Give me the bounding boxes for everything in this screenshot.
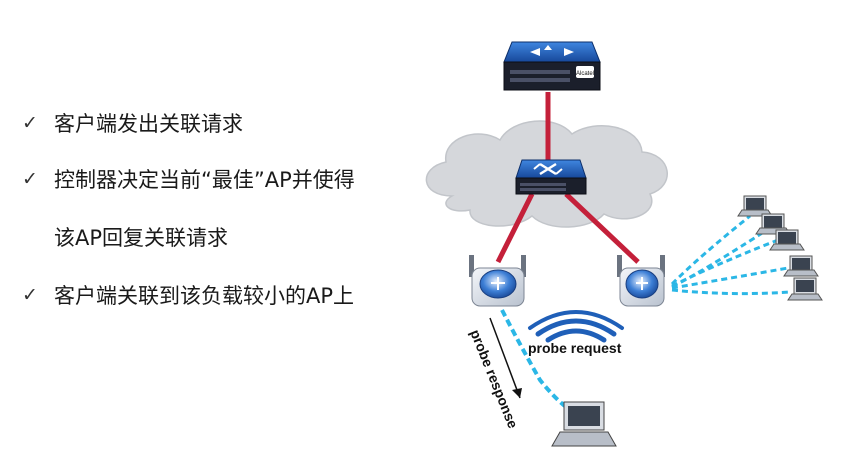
check-icon: ✓ <box>22 168 38 190</box>
bullet-text-3: 客户端关联到该负载较小的AP上 <box>54 284 355 308</box>
probe-response-arrow <box>489 317 521 399</box>
bullet-item-3: ✓ 客户端关联到该负载较小的AP上 <box>22 280 354 310</box>
laptop-icon <box>551 401 617 447</box>
laptop-icon <box>769 229 805 251</box>
access-point-icon <box>469 255 526 307</box>
check-icon: ✓ <box>22 112 38 134</box>
network-links <box>495 92 640 264</box>
bullet-item-2-continued: 该AP回复关联请求 <box>22 222 228 252</box>
laptop-icon <box>737 195 773 217</box>
controller-logo: Alcatel <box>576 71 594 77</box>
access-point-icon <box>617 255 665 307</box>
bullet-item-1: ✓ 客户端发出关联请求 <box>22 108 243 138</box>
bullet-text-1: 客户端发出关联请求 <box>54 112 243 136</box>
bullet-item-2: ✓ 控制器决定当前“最佳”AP并使得 <box>22 164 355 194</box>
laptop-icon <box>787 277 823 301</box>
wireless-link-client <box>500 309 572 412</box>
signal-waves-icon <box>528 310 624 343</box>
arrow-head-icon <box>512 388 522 398</box>
wireless-links <box>670 214 791 296</box>
bullet-text-2b: 该AP回复关联请求 <box>54 226 229 250</box>
probe-request-label: probe request <box>528 340 622 356</box>
controller-icon: Alcatel <box>503 41 601 91</box>
switch-icon <box>515 159 587 195</box>
laptop-icon <box>783 255 819 277</box>
check-icon: ✓ <box>22 284 38 306</box>
bullet-text-2: 控制器决定当前“最佳”AP并使得 <box>54 168 355 192</box>
